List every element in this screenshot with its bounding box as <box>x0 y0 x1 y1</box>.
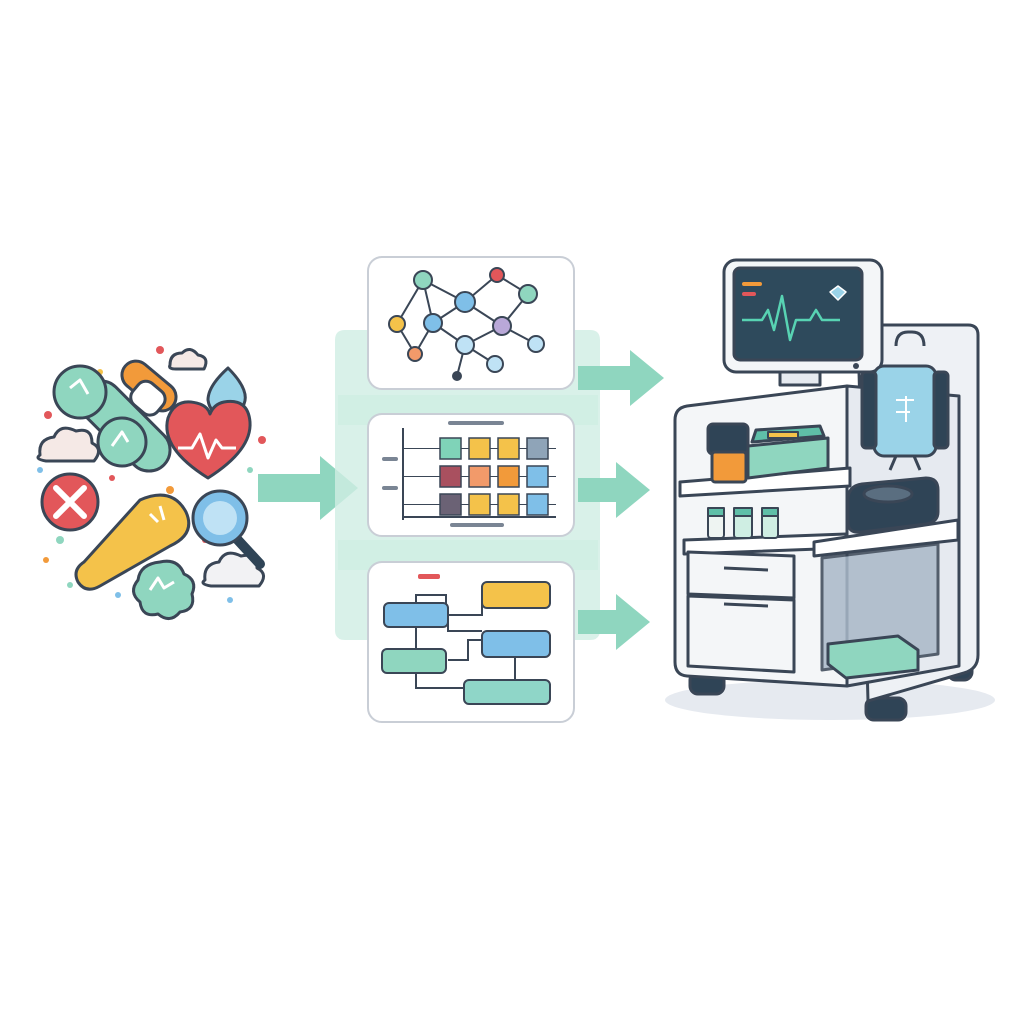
glass-cabinet <box>820 542 940 672</box>
heatmap-cell <box>468 493 491 516</box>
flowchart-box <box>481 630 551 658</box>
supply-tray <box>746 424 830 480</box>
ecg-waveform-icon <box>742 294 840 342</box>
health-icon-cluster <box>36 346 266 620</box>
network-node <box>455 335 475 355</box>
heatmap-cell <box>497 493 520 516</box>
network-node <box>407 346 423 362</box>
network-node <box>388 315 406 333</box>
mint-box <box>826 634 920 680</box>
iv-bag <box>860 330 950 471</box>
flow-arrow-out <box>578 594 650 650</box>
cloud-icon <box>36 426 100 463</box>
flowchart-box <box>481 581 551 609</box>
network-node <box>489 267 505 283</box>
heatmap-y-tick-scribble <box>382 486 398 490</box>
network-node <box>413 270 433 290</box>
flowchart-box <box>381 648 447 674</box>
monitor-status-icon <box>829 285 847 301</box>
medical-workstation <box>665 258 995 722</box>
heatmap-cell <box>497 437 520 460</box>
heatmap-cell <box>439 437 462 460</box>
heatmap-cell <box>468 465 491 488</box>
wheel <box>864 696 908 722</box>
imaging-device <box>846 476 940 534</box>
network-node <box>452 371 462 381</box>
drawer <box>686 550 796 600</box>
heatmap-x-label-scribble <box>450 523 504 527</box>
network-node <box>486 355 504 373</box>
network-nodes <box>388 267 545 381</box>
supply-jar <box>706 422 750 484</box>
heatmap-cells <box>404 437 556 516</box>
monitor-power-button <box>853 363 859 369</box>
pill-icon <box>120 359 178 417</box>
heart-icon <box>165 399 252 480</box>
flowchart-box <box>463 679 551 705</box>
flowchart-box <box>383 602 449 628</box>
heatmap-panel <box>367 413 575 537</box>
heatmap-cell <box>526 465 549 488</box>
network-node <box>454 291 476 313</box>
cross-icon <box>40 472 100 532</box>
heatmap-cell <box>439 493 462 516</box>
flow-arrows-out <box>578 350 664 650</box>
flow-arrow-in <box>258 456 358 520</box>
magnifier-icon <box>191 489 265 569</box>
heatmap-title-scribble <box>448 421 504 425</box>
network-node <box>518 284 538 304</box>
cloud-icon <box>168 348 208 371</box>
flowchart-boxes <box>381 581 551 705</box>
heatmap-cell <box>468 437 491 460</box>
network-node <box>527 335 545 353</box>
drawer <box>686 594 796 674</box>
key-icon <box>74 493 191 591</box>
vial-rack <box>707 507 779 539</box>
network-graph-panel <box>367 256 575 390</box>
network-node <box>492 316 512 336</box>
heatmap-y-tick-scribble <box>382 457 398 461</box>
heatmap-cell <box>526 493 549 516</box>
flow-arrow-out <box>578 462 650 518</box>
heatmap-cell <box>439 465 462 488</box>
heatmap-cell <box>526 437 549 460</box>
flowchart-panel <box>367 561 575 723</box>
monitor <box>722 258 884 374</box>
star-blob-icon <box>132 559 196 620</box>
flowchart-title-scribble <box>418 574 440 579</box>
network-node <box>423 313 443 333</box>
flow-arrow-out <box>578 350 664 406</box>
dumbbell-icon <box>52 364 172 473</box>
floor-shadow <box>665 680 995 720</box>
heatmap-cell <box>497 465 520 488</box>
